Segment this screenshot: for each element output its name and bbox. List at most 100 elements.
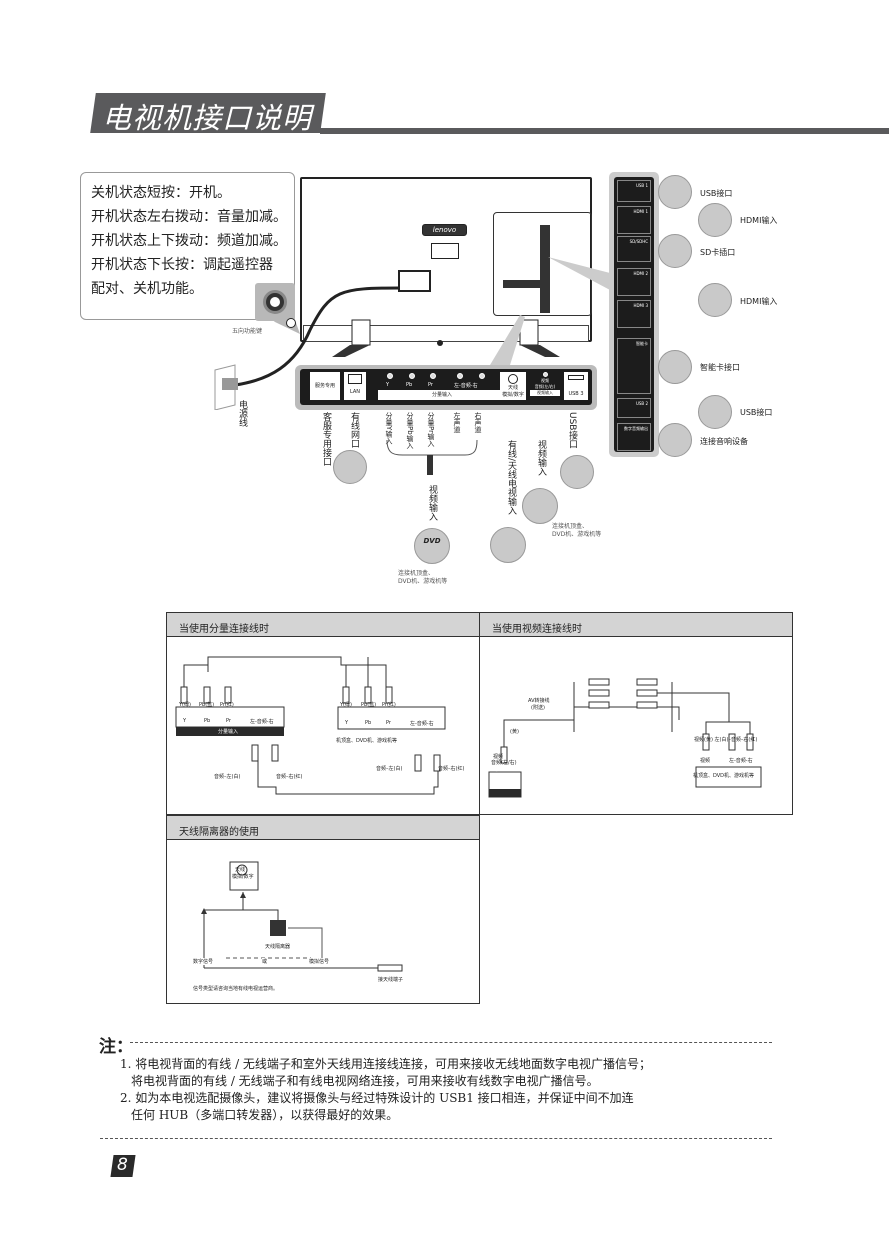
video-diagram <box>488 678 762 798</box>
video-label: 视频 <box>541 378 549 383</box>
antenna-footnote: 信号类型请咨询当地有线电视运营商。 <box>193 986 279 992</box>
comp-audio-left-dev: 音频–左(白) <box>376 766 403 772</box>
antenna-icon <box>490 527 526 563</box>
dvd-caption-1: 连接机顶盒、 <box>398 570 435 577</box>
callout-line: 配对、关机功能。 <box>91 281 203 297</box>
port-y[interactable] <box>387 373 393 379</box>
side-label-hdmi23: HDMI输入 <box>740 297 778 306</box>
port-audio-r[interactable] <box>479 373 485 379</box>
side-port-usb-1[interactable]: USB 1 <box>617 180 651 202</box>
comp-dev-label-pr: Pr(红) <box>382 702 396 708</box>
side-label-usb1: USB接口 <box>700 189 733 198</box>
joystick-callout: 关机状态短按：开机。 开机状态左右拨动：音量加减。 开机状态上下拨动：频道加减。… <box>80 172 295 320</box>
video-dev-caption: 机顶盒、DVD机、游戏机等 <box>693 773 755 779</box>
comp-audio-right-dev: 音频–右(红) <box>438 766 465 772</box>
section-video-header: 当使用视频连接线时 <box>479 612 793 637</box>
comp-tv-port-y: Y <box>183 718 187 724</box>
callout-video: 视频输入 <box>536 440 546 476</box>
page-title: 电视机接口说明 <box>102 101 313 135</box>
notes-divider-bottom <box>100 1138 772 1139</box>
av-cable-label: AV转接线 <box>528 698 550 704</box>
port-pb-label: Pb <box>406 382 413 388</box>
side-label-audio: 连接音响设备 <box>700 437 748 446</box>
rating-label <box>431 243 459 259</box>
lan-cable-icon <box>333 450 367 484</box>
page-number: 8 <box>117 1155 128 1175</box>
service-port[interactable]: 服务专用 <box>310 372 340 400</box>
digital-signal-label: 数字信号 <box>193 958 214 965</box>
usb-cable-icon <box>560 455 594 489</box>
isolator-label: 天线隔离器 <box>265 944 291 950</box>
comp-tv-group: 分量输入 <box>218 729 239 735</box>
game-caption-1: 连接机顶盒、 <box>552 523 589 530</box>
joystick-icon <box>263 290 287 314</box>
callout-right: 右声道 <box>474 412 482 433</box>
dvd-icon: DVD <box>414 528 450 564</box>
bottom-io-strip <box>503 280 548 288</box>
video-dev-audio: 左-音频-右 <box>729 758 753 764</box>
antenna-label: 天线 <box>507 385 518 391</box>
video-input-port[interactable]: 视频 音频(左/右) 视频输入 <box>530 372 560 400</box>
side-label-sd: SD卡插口 <box>700 248 736 257</box>
zoom-pointer-side <box>548 257 610 290</box>
usb-cable-icon <box>658 175 692 209</box>
note-1a: 1. 将电视背面的有线 / 无线端子和室外天线用连接线连接，可用来接收无线地面数… <box>120 1057 651 1071</box>
usb-cable-icon <box>698 395 732 429</box>
callout-service: 客服专用接口 <box>321 412 331 466</box>
side-label-hdmi1: HDMI输入 <box>740 216 778 225</box>
component-diagram <box>175 656 446 795</box>
lan-icon <box>348 374 362 384</box>
port-audio-l[interactable] <box>457 373 463 379</box>
video-tv-port: 视频 <box>493 754 504 760</box>
side-port-usb-2[interactable]: USB 2 <box>617 398 651 418</box>
port-pr-label: Pr <box>428 382 433 388</box>
note-2a: 2. 如为本电视选配摄像头，建议将摄像头与经过特殊设计的 USB1 接口相连，并… <box>120 1091 634 1105</box>
comp-tv-label-pr: Pr(红) <box>220 702 234 708</box>
side-io-strip <box>540 225 550 313</box>
side-label-usb2: USB接口 <box>740 408 773 417</box>
antenna-diagram <box>201 861 403 972</box>
port-pb[interactable] <box>409 373 415 379</box>
comp-dev-label-pb: Pb(蓝) <box>361 702 377 708</box>
antenna-port-sub: 模拟/数字 <box>232 874 254 880</box>
antenna-plug-label: 接天线端子 <box>378 977 404 983</box>
video-tv-group: 视频输入 <box>495 767 516 773</box>
notes-title: 注： <box>99 1037 133 1057</box>
comp-dev-port-pr: Pr <box>386 720 391 726</box>
callout-line: 关机状态短按：开机。 <box>91 185 231 201</box>
side-port--[interactable]: 数字音频输出 <box>617 423 651 451</box>
callout-pb: 分量Pb输入 <box>406 412 414 449</box>
audio-output-icon <box>658 423 692 457</box>
notes-divider-top <box>130 1042 772 1043</box>
comp-audio-left-tv: 音频–左(白) <box>214 774 241 780</box>
callout-left: 左声道 <box>453 412 461 433</box>
section-component-header: 当使用分量连接线时 <box>166 612 480 637</box>
power-cord-label: 电源线 <box>237 400 247 427</box>
video-group-label: 视频输入 <box>530 390 560 396</box>
comp-dev-label-y: Y(绿) <box>340 702 352 708</box>
lan-port[interactable]: LAN <box>344 372 366 400</box>
side-port-hdmi-3[interactable]: HDMI 3 <box>617 300 651 328</box>
hdmi-cable-icon <box>698 283 732 317</box>
side-port-hdmi-1[interactable]: HDMI 1 <box>617 206 651 234</box>
antenna-sub: 模拟/数字 <box>502 392 524 398</box>
comp-dev-port-audio: 左-音频-右 <box>410 721 434 727</box>
comp-dev-port-pb: Pb <box>365 720 372 726</box>
side-port--[interactable]: 智能卡 <box>617 338 651 394</box>
gamepad-icon <box>522 488 558 524</box>
note-2b: 任何 HUB（多端口转发器），以获得最好的效果。 <box>131 1108 399 1122</box>
joystick-button[interactable] <box>286 318 296 328</box>
comp-tv-port-pr: Pr <box>226 718 231 724</box>
callout-lan: 有线网口 <box>349 412 359 448</box>
component-group-label: 分量输入 <box>378 390 506 400</box>
antenna-port-label: 天线 <box>235 867 246 873</box>
port-pr[interactable] <box>430 373 436 379</box>
port-y-label: Y <box>386 382 390 388</box>
side-port-hdmi-2[interactable]: HDMI 2 <box>617 268 651 296</box>
component-input-group: 分量输入 Y Pb Pr 左-音频-右 <box>378 372 506 400</box>
antenna-port[interactable]: 天线 模拟/数字 <box>500 372 526 400</box>
callout-antenna: 有线/天线电视输入 <box>506 440 516 516</box>
side-port-sd-sdhc[interactable]: SD/SDHC <box>617 236 651 262</box>
yellow-label: (黄) <box>510 729 519 735</box>
callout-video-2: 视频输入 <box>427 485 437 521</box>
